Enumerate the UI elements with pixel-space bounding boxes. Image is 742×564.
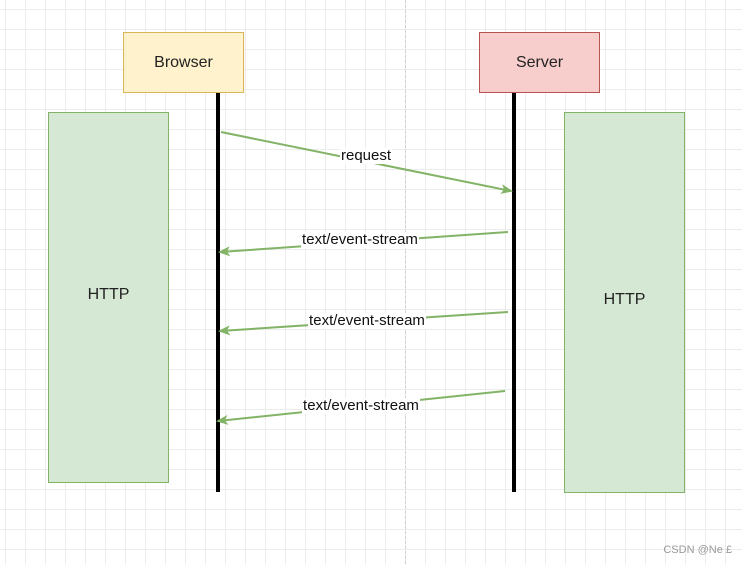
watermark: CSDN @Ne £ [663,544,732,556]
message-label-request: request [339,147,393,164]
message-label-stream-2: text/event-stream [308,312,426,329]
browser-lifeline [216,93,220,492]
server-lifeline [512,93,516,492]
http-region-right-label: HTTP [603,290,646,308]
http-region-left-label: HTTP [87,285,130,303]
actor-server-label: Server [515,53,564,71]
message-label-stream-3: text/event-stream [302,397,420,414]
http-region-left: HTTP [48,112,169,483]
actor-server: Server [479,32,600,93]
message-label-stream-1: text/event-stream [301,231,419,248]
actor-browser: Browser [123,32,244,93]
http-region-right: HTTP [564,112,685,493]
actor-browser-label: Browser [154,53,213,71]
center-guide-line [405,0,406,564]
